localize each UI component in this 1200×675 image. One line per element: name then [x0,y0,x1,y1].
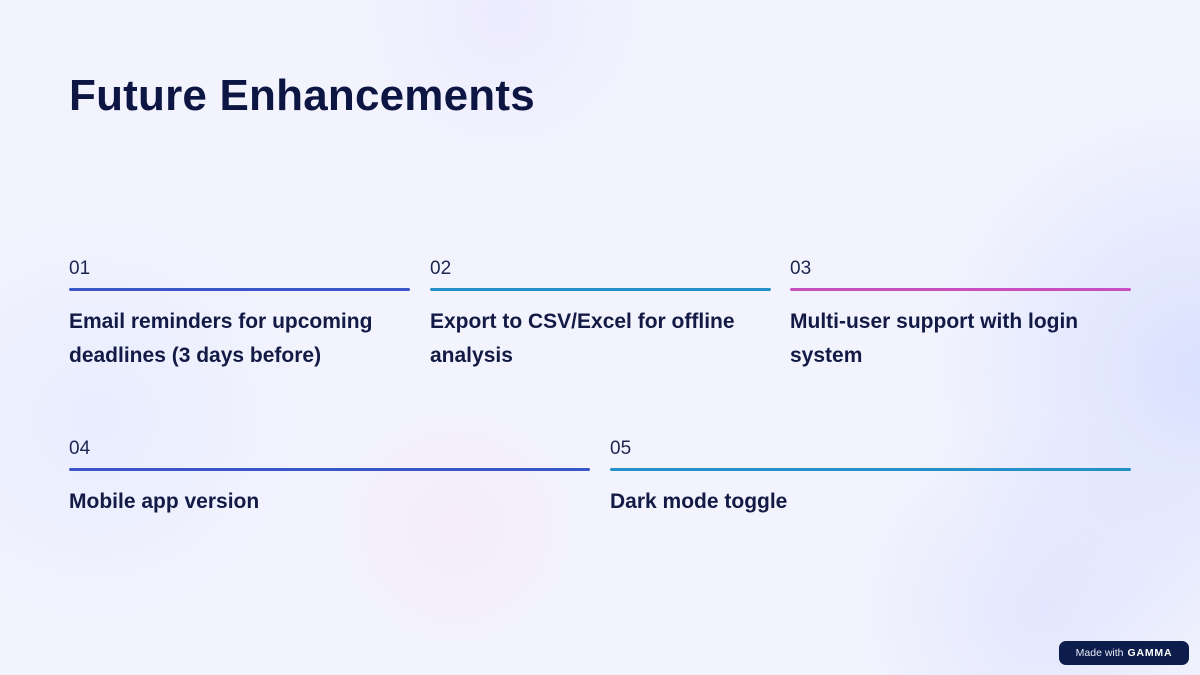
item-accent-rule [69,288,410,291]
slide-title: Future Enhancements [69,71,535,120]
badge-made-with-label: Made with [1075,647,1124,659]
item-text: Email reminders for upcoming deadlines (… [69,310,373,367]
item-accent-rule [69,468,590,471]
item-accent-rule [610,468,1131,471]
item-number: 01 [69,258,91,279]
item-number: 03 [790,258,812,279]
item-number: 02 [430,258,452,279]
enhancement-item-4: 04 Mobile app version [69,437,590,519]
item-text: Dark mode toggle [610,490,788,513]
item-text: Export to CSV/Excel for offline analysis [430,310,735,367]
item-accent-rule [790,288,1131,291]
item-number: 04 [69,438,91,459]
enhancement-item-1: 01 Email reminders for upcoming deadline… [69,257,410,373]
item-number: 05 [610,438,632,459]
enhancement-item-2: 02 Export to CSV/Excel for offline analy… [430,257,771,373]
item-text: Mobile app version [69,490,260,513]
item-text: Multi-user support with login system [790,310,1079,367]
made-with-gamma-badge[interactable]: Made with GAMMA [1059,641,1189,665]
gamma-logo: GAMMA [1127,647,1173,659]
enhancement-item-3: 03 Multi-user support with login system [790,257,1131,373]
item-accent-rule [430,288,771,291]
enhancement-item-5: 05 Dark mode toggle [610,437,1131,519]
